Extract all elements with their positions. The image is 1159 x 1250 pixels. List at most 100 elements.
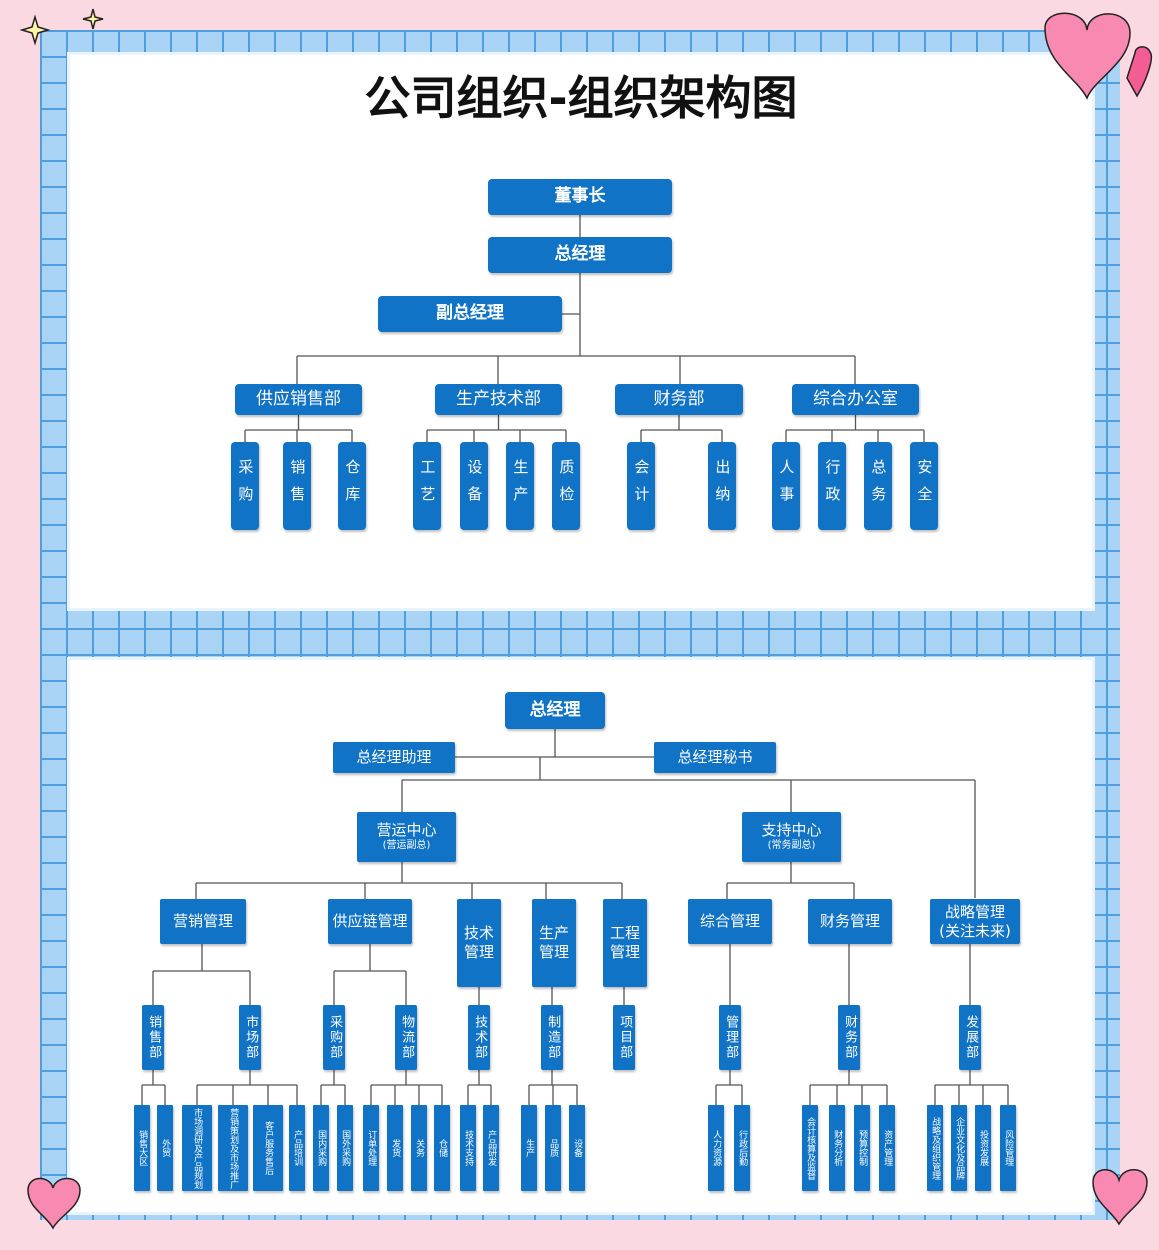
leaf-box: 生产 bbox=[521, 1105, 537, 1191]
support-center-box-label: 支持中心 bbox=[761, 821, 822, 840]
ops-center-box-label: 营运中心 bbox=[376, 821, 437, 840]
leaf-box-label: 产品培训 bbox=[292, 1130, 303, 1166]
assistant-box-label: 总经理助理 bbox=[356, 748, 432, 767]
secretary-box-label: 总经理秘书 bbox=[677, 748, 753, 767]
heart-icon bbox=[1044, 12, 1152, 100]
unit-box: 出纳 bbox=[708, 442, 736, 530]
leaf-box: 外贸 bbox=[157, 1105, 173, 1191]
page-title: 公司组织-组织架构图 bbox=[364, 71, 798, 125]
unit-box-label: 安全 bbox=[915, 459, 934, 513]
unit-box: 质检 bbox=[552, 442, 580, 530]
dept-box: 综合办公室 bbox=[792, 384, 919, 415]
leaf-box: 风险管理 bbox=[1000, 1105, 1016, 1191]
unit-box-label: 行政 bbox=[823, 459, 842, 513]
unit-box: 采购 bbox=[231, 442, 259, 530]
unit-box: 仓库 bbox=[338, 442, 366, 530]
mgmt-box: 营销管理 bbox=[160, 899, 246, 944]
dept2-box-label: 项目部 bbox=[617, 1015, 633, 1060]
dept2-box: 发展部 bbox=[959, 1005, 981, 1070]
leaf-box-label: 财务分析 bbox=[832, 1130, 843, 1166]
strategy-box-label: 战略管理 (关注未来) bbox=[939, 902, 1011, 940]
leaf-box-label: 会计核算及监督 bbox=[805, 1116, 816, 1180]
unit-box: 生产 bbox=[506, 442, 534, 530]
unit-box-label: 会计 bbox=[632, 459, 651, 513]
leaf-box: 产品培训 bbox=[289, 1105, 305, 1191]
gm-box-label: 总经理 bbox=[554, 244, 606, 265]
unit-box: 安全 bbox=[910, 442, 938, 530]
leaf-box-label: 技术支持 bbox=[463, 1130, 474, 1166]
chairman-box-label: 董事长 bbox=[554, 186, 606, 207]
leaf-box: 设备 bbox=[569, 1105, 585, 1191]
unit-box-label: 人事 bbox=[777, 459, 796, 513]
vice-gm-box-label: 副总经理 bbox=[436, 303, 504, 324]
dept-box: 生产技术部 bbox=[435, 384, 562, 415]
leaf-box-label: 订单处理 bbox=[366, 1130, 377, 1166]
dept-box: 财务部 bbox=[615, 384, 743, 415]
leaf-box: 人力资源 bbox=[708, 1105, 724, 1191]
mgmt-box: 综合管理 bbox=[688, 899, 772, 944]
leaf-box: 仓储 bbox=[434, 1105, 450, 1191]
dept2-box-label: 采购部 bbox=[327, 1015, 343, 1060]
leaf-box-label: 关务 bbox=[414, 1139, 425, 1157]
unit-box: 行政 bbox=[818, 442, 846, 530]
gm-box: 总经理 bbox=[488, 237, 672, 273]
unit-box-label: 采购 bbox=[236, 459, 255, 513]
unit-box-label: 生产 bbox=[511, 459, 530, 513]
leaf-box-label: 产品研发 bbox=[486, 1130, 497, 1166]
mgmt-box: 工程 管理 bbox=[603, 899, 647, 987]
gm2-box-label: 总经理 bbox=[529, 699, 581, 720]
leaf-box-label: 行政后勤 bbox=[737, 1130, 748, 1166]
dept2-box-label: 市场部 bbox=[243, 1015, 259, 1060]
leaf-box: 预算控制 bbox=[854, 1105, 870, 1191]
dept-box: 供应销售部 bbox=[235, 384, 362, 415]
leaf-box: 客户服务售后 bbox=[253, 1105, 283, 1191]
unit-box-label: 出纳 bbox=[713, 459, 732, 513]
dept2-box: 销售部 bbox=[142, 1005, 164, 1070]
vice-gm-box: 副总经理 bbox=[378, 296, 562, 332]
mgmt-box: 生产 管理 bbox=[532, 899, 576, 987]
mgmt-box-label: 供应链管理 bbox=[332, 912, 408, 931]
leaf-box: 财务分析 bbox=[829, 1105, 845, 1191]
dept2-box-label: 制造部 bbox=[545, 1015, 561, 1060]
leaf-box-label: 营销策划及市场推广 bbox=[228, 1107, 239, 1189]
leaf-box: 国外采购 bbox=[337, 1105, 353, 1191]
mgmt-box-label: 生产 管理 bbox=[538, 924, 569, 961]
leaf-box-label: 国外采购 bbox=[340, 1130, 351, 1166]
unit-box-label: 工艺 bbox=[418, 459, 437, 513]
sparkle-icon bbox=[19, 8, 104, 46]
heart-icon bbox=[27, 1177, 81, 1230]
leaf-box: 资产管理 bbox=[879, 1105, 895, 1191]
unit-box-label: 总务 bbox=[869, 459, 888, 513]
leaf-box-label: 发货 bbox=[390, 1139, 401, 1157]
leaf-box: 企业文化及品牌 bbox=[951, 1105, 967, 1191]
unit-box-label: 仓库 bbox=[343, 459, 362, 513]
leaf-box-label: 投资发展 bbox=[978, 1130, 989, 1166]
support-center-box: 支持中心(常务副总) bbox=[742, 812, 841, 862]
mgmt-box-label: 技术 管理 bbox=[463, 924, 494, 961]
leaf-box: 关务 bbox=[411, 1105, 427, 1191]
dept2-box-label: 技术部 bbox=[472, 1015, 488, 1060]
dept2-box: 采购部 bbox=[323, 1005, 345, 1070]
dept2-box: 管理部 bbox=[719, 1005, 741, 1070]
secretary-box: 总经理秘书 bbox=[654, 742, 776, 773]
unit-box: 总务 bbox=[864, 442, 892, 530]
leaf-box: 订单处理 bbox=[363, 1105, 379, 1191]
heart-icon bbox=[1092, 1169, 1148, 1226]
mgmt-box-label: 营销管理 bbox=[172, 912, 233, 931]
leaf-box-label: 风险管理 bbox=[1003, 1130, 1014, 1166]
dept2-box-label: 管理部 bbox=[723, 1015, 739, 1060]
unit-box-label: 设备 bbox=[465, 459, 484, 513]
strategy-box: 战略管理 (关注未来) bbox=[930, 899, 1020, 944]
dept2-box: 财务部 bbox=[838, 1005, 860, 1070]
chairman-box: 董事长 bbox=[488, 179, 672, 215]
ops-center-box: 营运中心(营运副总) bbox=[357, 812, 456, 862]
leaf-box: 销售大区 bbox=[134, 1105, 150, 1191]
leaf-box: 战略及组织管理 bbox=[927, 1105, 943, 1191]
leaf-box-label: 企业文化及品牌 bbox=[954, 1116, 965, 1180]
mgmt-box: 财务管理 bbox=[808, 899, 892, 944]
mgmt-box-label: 综合管理 bbox=[699, 912, 760, 931]
leaf-box-label: 市场调研及产品规划 bbox=[192, 1107, 203, 1189]
gm2-box: 总经理 bbox=[505, 692, 605, 729]
leaf-box: 品质 bbox=[545, 1105, 561, 1191]
